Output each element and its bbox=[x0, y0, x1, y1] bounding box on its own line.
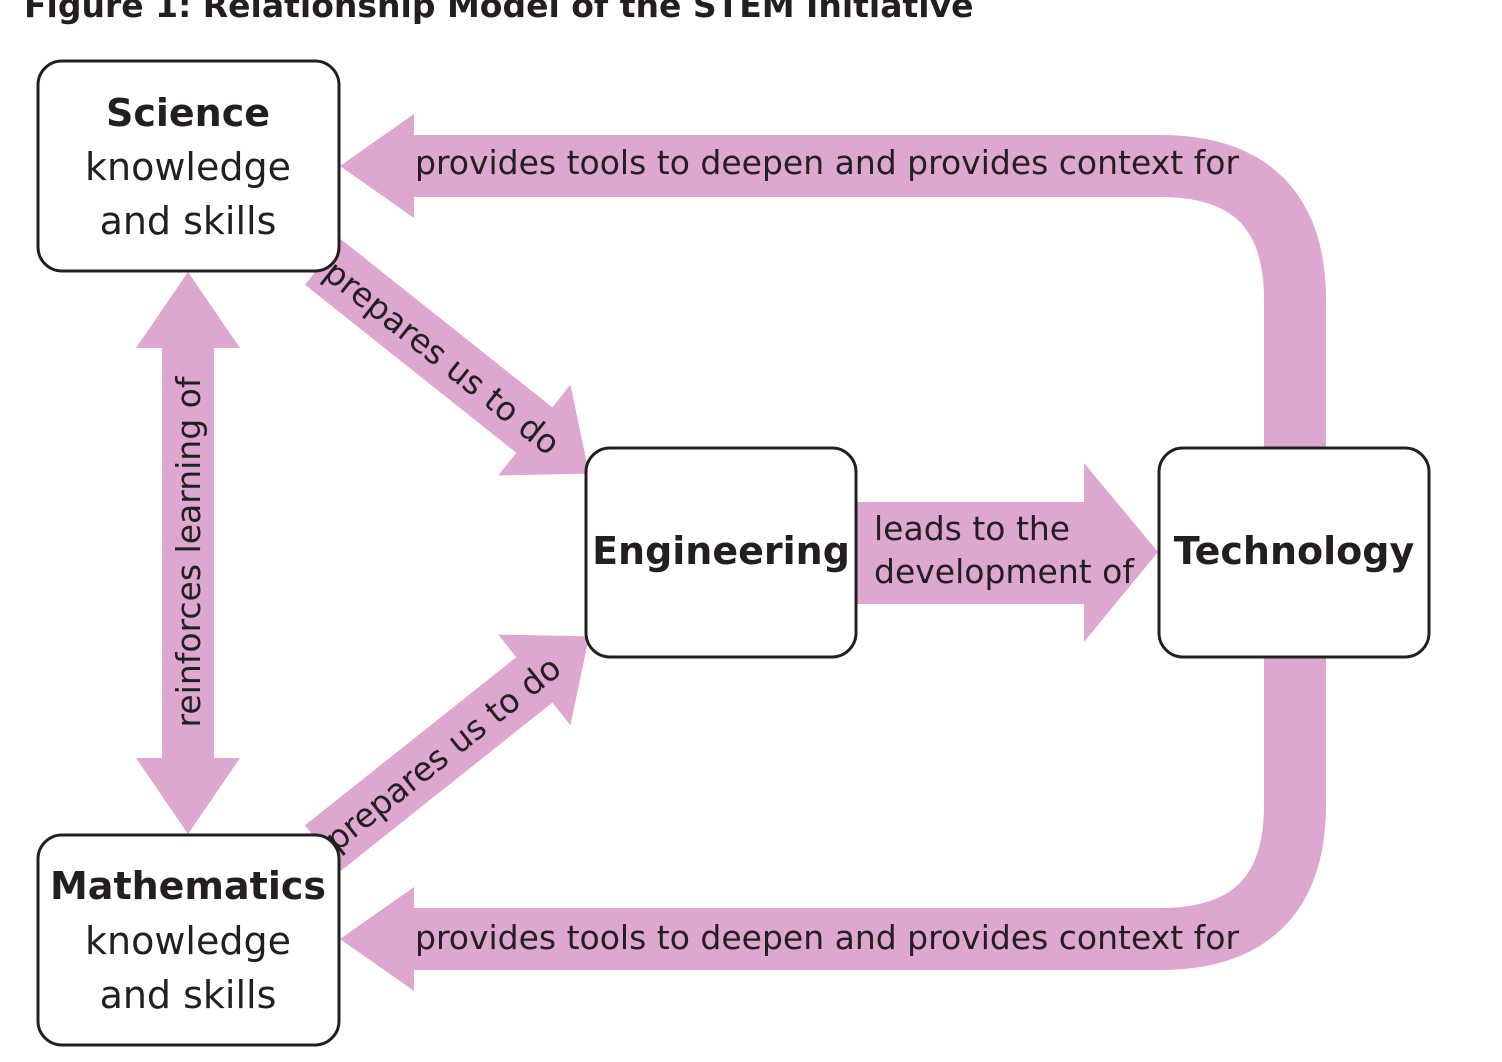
engineering-to-technology-label-line2: development of bbox=[874, 552, 1135, 591]
technology-box bbox=[1157, 446, 1431, 659]
science-node: Science knowledge and skills bbox=[36, 59, 341, 273]
technology-to-science-label: provides tools to deepen and provides co… bbox=[415, 143, 1239, 182]
mathematics-node: Mathematics knowledge and skills bbox=[36, 833, 341, 1047]
technology-to-mathematics-arrowhead bbox=[340, 887, 414, 991]
technology-node: Technology bbox=[1157, 446, 1431, 659]
mathematics-title: Mathematics bbox=[50, 864, 326, 908]
technology-to-mathematics-band bbox=[412, 655, 1326, 970]
figure-title: Figure 1: Relationship Model of the STEM… bbox=[24, 0, 974, 25]
mathematics-to-engineering-arrow bbox=[304, 634, 590, 871]
science-line1: knowledge bbox=[85, 145, 291, 189]
mathematics-line2: and skills bbox=[100, 973, 277, 1017]
mathematics-line1: knowledge bbox=[85, 919, 291, 963]
technology-to-science-band bbox=[412, 135, 1326, 450]
technology-to-mathematics-label: provides tools to deepen and provides co… bbox=[415, 918, 1239, 957]
science-box bbox=[36, 59, 341, 273]
engineering-box bbox=[584, 446, 858, 659]
mathematics-to-engineering-label: prepares us to do bbox=[317, 648, 568, 859]
technology-to-science-arrowhead bbox=[340, 114, 414, 218]
science-line2: and skills bbox=[100, 199, 277, 243]
technology-title: Technology bbox=[1174, 529, 1415, 573]
science-to-engineering-label: prepares us to do bbox=[317, 252, 568, 463]
science-title: Science bbox=[106, 91, 270, 135]
engineering-to-technology-arrow bbox=[856, 463, 1158, 642]
engineering-node: Engineering bbox=[584, 446, 858, 659]
engineering-title: Engineering bbox=[592, 529, 850, 573]
science-mathematics-label: reinforces learning of bbox=[169, 375, 208, 727]
engineering-to-technology-label-line1: leads to the bbox=[874, 509, 1070, 548]
science-to-engineering-arrow bbox=[304, 239, 590, 476]
science-mathematics-double-arrow bbox=[136, 272, 240, 834]
mathematics-box bbox=[36, 833, 341, 1047]
